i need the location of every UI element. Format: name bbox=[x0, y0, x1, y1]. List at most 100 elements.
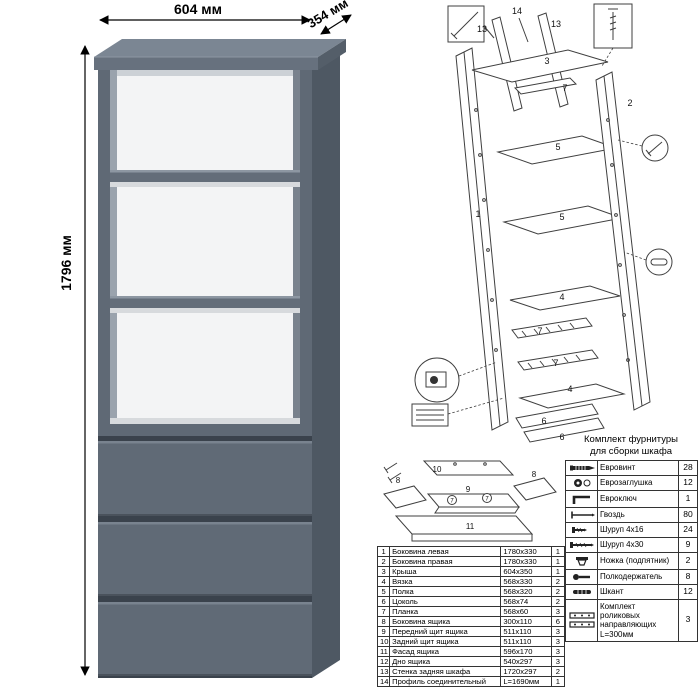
drawer-back-panel bbox=[422, 460, 515, 476]
drawer-front-1 bbox=[98, 441, 312, 516]
drawer-side-left bbox=[383, 485, 427, 509]
drawer-facade bbox=[394, 515, 534, 542]
part-number: 9 bbox=[376, 626, 391, 637]
exploded-part-labels: 14 13 13 3 7 2 5 1 5 4 7 7 4 6 6 bbox=[475, 6, 632, 442]
part-label: 4 bbox=[567, 384, 572, 394]
part-number: 12 bbox=[376, 656, 391, 667]
hex-key-icon bbox=[568, 494, 596, 504]
drawer-body bbox=[426, 493, 521, 514]
part-label: 8 bbox=[396, 476, 401, 485]
hardware-name: Евровинт bbox=[597, 460, 679, 476]
drawer-side-right bbox=[513, 477, 557, 501]
hardware-name: Еврозаглушка bbox=[597, 475, 679, 491]
part-size: 511x110 bbox=[500, 626, 552, 637]
part-qty: 3 bbox=[550, 606, 566, 617]
part-qty: 3 bbox=[550, 646, 566, 657]
hardware-qty: 2 bbox=[678, 552, 698, 570]
hardware-name: Шуруп 4x16 bbox=[597, 522, 679, 538]
hardware-qty: 3 bbox=[678, 599, 698, 642]
part-name: Стенка задняя шкафа bbox=[389, 666, 502, 677]
shelf-pin-icon bbox=[568, 572, 596, 581]
part-size: 511x110 bbox=[500, 636, 552, 647]
part-name: Крыша bbox=[389, 566, 502, 577]
screw-short-icon bbox=[568, 525, 596, 534]
part-name: Планка bbox=[389, 606, 502, 617]
brace2-exploded bbox=[518, 383, 626, 409]
part-label: 7 bbox=[450, 499, 454, 505]
table-row: Еврозаглушка 12 bbox=[565, 475, 698, 491]
part-qty: 2 bbox=[550, 576, 566, 587]
confirmat-screw-icon bbox=[568, 463, 596, 472]
part-label: 5 bbox=[555, 142, 560, 152]
part-qty: 1 bbox=[550, 676, 566, 687]
part-label: 7 bbox=[553, 358, 558, 368]
part-size: 596x170 bbox=[500, 646, 552, 657]
hardware-name: Гвоздь bbox=[597, 507, 679, 523]
part-qty: 3 bbox=[550, 626, 566, 637]
hardware-name: Полкодержатель bbox=[597, 569, 679, 585]
part-label: 9 bbox=[466, 485, 471, 494]
screw-cap-icon bbox=[568, 478, 596, 487]
part-number: 10 bbox=[376, 636, 391, 647]
drawer-front-2 bbox=[98, 522, 312, 596]
part-name: Боковина ящика bbox=[389, 616, 502, 627]
part-qty: 2 bbox=[550, 666, 566, 677]
part-label: 8 bbox=[532, 470, 537, 479]
part-label: 4 bbox=[559, 292, 564, 302]
part-number: 7 bbox=[376, 606, 391, 617]
dowel-zoom-circle bbox=[623, 248, 673, 276]
part-number: 14 bbox=[376, 676, 391, 687]
nail-icon bbox=[568, 510, 596, 519]
hardware-qty: 9 bbox=[678, 537, 698, 553]
plank-top-exploded bbox=[513, 77, 578, 95]
shelf-lower bbox=[110, 296, 300, 313]
drawer-part-labels: 10 8 9 7 7 8 11 bbox=[396, 465, 537, 531]
top-panel-exploded bbox=[471, 49, 609, 83]
part-qty: 1 bbox=[550, 566, 566, 577]
part-number: 8 bbox=[376, 616, 391, 627]
part-label: 2 bbox=[627, 98, 632, 108]
part-size: 568x330 bbox=[500, 576, 552, 587]
part-label: 3 bbox=[544, 56, 549, 66]
drawer-front-3 bbox=[98, 602, 312, 676]
table-row: Гвоздь 80 bbox=[565, 507, 698, 523]
nail-callout-box bbox=[447, 5, 495, 43]
part-name: Вязка bbox=[389, 576, 502, 587]
part-label: 10 bbox=[433, 465, 442, 474]
part-label: 7 bbox=[537, 326, 542, 336]
hardware-kit-table: Евровинт 28 Еврозаглушка 12 Евроключ 1 Г… bbox=[565, 460, 698, 642]
part-label: 6 bbox=[559, 432, 564, 442]
part-size: 1780x330 bbox=[500, 546, 552, 557]
part-number: 6 bbox=[376, 596, 391, 607]
drawer-rail-1 bbox=[511, 317, 593, 339]
shelf-upper bbox=[110, 170, 300, 187]
hardware-name: Шкант bbox=[597, 584, 679, 600]
dowel-icon bbox=[568, 587, 596, 596]
dimension-height-label: 1796 мм bbox=[58, 235, 74, 291]
table-row: Шкант 12 bbox=[565, 584, 698, 600]
exploded-assembly-diagram: 14 13 13 3 7 2 5 1 5 4 7 7 4 6 6 bbox=[411, 3, 673, 443]
hardware-qty: 8 bbox=[678, 569, 698, 585]
hardware-qty: 12 bbox=[678, 475, 698, 491]
interior-left-wall bbox=[110, 70, 117, 424]
part-size: 540x297 bbox=[500, 656, 552, 667]
part-name: Полка bbox=[389, 586, 502, 597]
part-label: 14 bbox=[512, 6, 522, 16]
part-size: L=1690мм bbox=[500, 676, 552, 687]
dimension-width: 604 мм bbox=[99, 1, 311, 25]
part-name: Профиль соединительный bbox=[389, 676, 502, 687]
table-row: Полкодержатель 8 bbox=[565, 569, 698, 585]
part-number: 11 bbox=[376, 646, 391, 657]
part-qty: 6 bbox=[550, 616, 566, 627]
